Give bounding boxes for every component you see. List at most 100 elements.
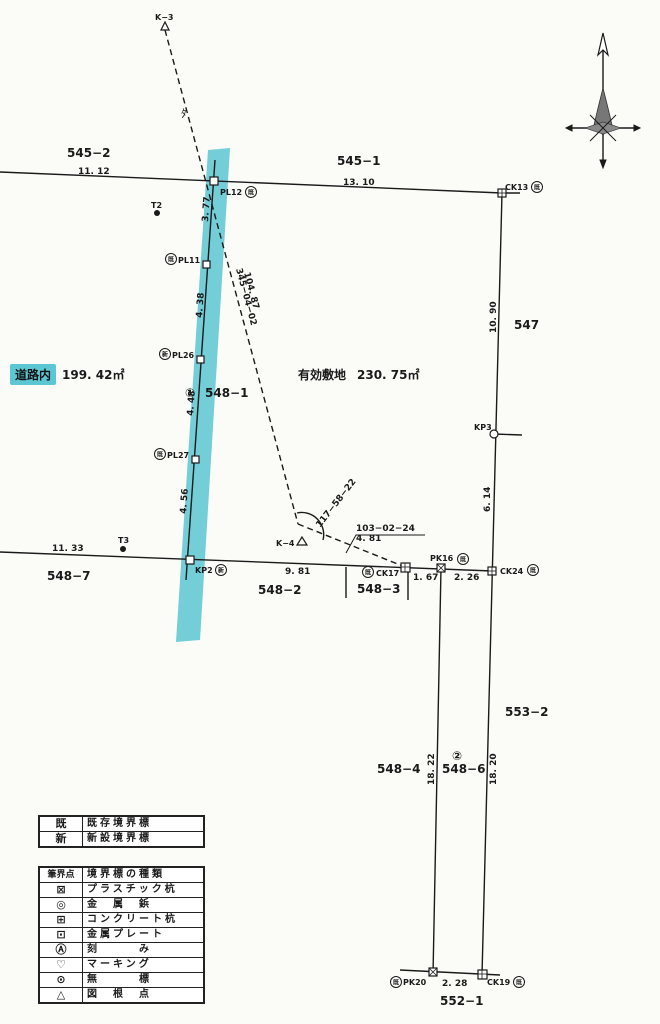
mark-new: 新 <box>218 567 224 575</box>
marker-ck19 <box>477 969 488 980</box>
dim-10-90: 10. 90 <box>489 301 499 333</box>
t2-dot-icon <box>154 210 160 216</box>
control-point-icon: △ <box>39 987 83 1003</box>
legend-header-label: 境界標の種類 <box>82 867 204 883</box>
legend-symbol: 新 <box>39 831 83 847</box>
point-pl26: PL26 <box>172 351 195 360</box>
lot-548-3: 548−3 <box>357 582 400 596</box>
point-ck19: CK19 <box>487 978 511 987</box>
dim-11-12: 11. 12 <box>78 167 110 177</box>
dim-3-77: 3. 77 <box>201 196 213 222</box>
engraving-icon: Ⓐ <box>39 942 83 958</box>
lot-548-7: 548−7 <box>47 569 90 583</box>
lot-number-2: ② <box>452 749 462 763</box>
mark-existing: 既 <box>530 567 536 575</box>
lot-552-1: 552−1 <box>440 994 483 1008</box>
legend-label: プラスチック杭 <box>82 882 204 898</box>
marker-kp3 <box>489 429 499 439</box>
mark-existing: 既 <box>393 979 399 987</box>
mark-existing: 既 <box>365 569 371 577</box>
legend-header: 筆界点 境界標の種類 <box>39 867 204 883</box>
road-area-value: 199. 42㎡ <box>62 368 125 382</box>
dim-2-28: 2. 28 <box>442 979 467 989</box>
t3-dot-icon <box>120 546 126 552</box>
no-marker-icon: ⊙ <box>39 972 83 988</box>
point-kp3: KP3 <box>474 423 492 432</box>
legend-row: ⊠プラスチック杭 <box>39 882 204 898</box>
dim-18-20: 18. 20 <box>489 753 499 785</box>
legend-row: ◎金 属 鋲 <box>39 897 204 913</box>
dim-6-14: 6. 14 <box>483 487 493 512</box>
marker-ck17 <box>400 562 411 573</box>
legend-row: △図 根 点 <box>39 987 204 1003</box>
marker-pl26 <box>196 355 205 364</box>
dim-4-38: 4. 38 <box>195 292 207 318</box>
legend-marks: 既 既存境界標 新 新設境界標 <box>38 815 205 848</box>
bearing-103-02-24: 103−02−24 <box>356 524 415 534</box>
legend-label: 新設境界標 <box>82 831 204 847</box>
effective-area-value: 230. 75㎡ <box>357 367 420 382</box>
lot-545-2: 545−2 <box>67 146 110 160</box>
point-k3: K−3 <box>155 13 173 22</box>
k3-triangle-icon <box>160 20 170 31</box>
marker-pl27 <box>191 455 200 464</box>
traverse-lines <box>164 29 406 568</box>
legend-marker-types: 筆界点 境界標の種類 ⊠プラスチック杭 ◎金 属 鋲 ⊞コンクリート杭 ⊡金属プ… <box>38 866 205 1004</box>
legend-label: 無 標 <box>82 972 204 988</box>
lot-547: 547 <box>514 318 539 332</box>
mark-existing: 既 <box>516 979 522 987</box>
dim-11-33: 11. 33 <box>52 544 84 554</box>
legend-row: ⊞コンクリート杭 <box>39 912 204 928</box>
mark-new: 新 <box>162 351 168 359</box>
mark-existing: 既 <box>248 189 254 197</box>
k4-triangle-icon <box>295 535 309 546</box>
leader-line <box>345 534 425 554</box>
legend-label: マーキング <box>82 957 204 973</box>
marker-pl12 <box>209 176 219 186</box>
marker-pl11 <box>202 260 211 269</box>
legend-label: 図 根 点 <box>82 987 204 1003</box>
dim-9-81: 9. 81 <box>285 567 310 577</box>
marker-kp2 <box>185 555 195 565</box>
point-t2: T2 <box>151 201 162 210</box>
north-arrow-icon <box>564 32 642 170</box>
legend-label: 金属プレート <box>82 927 204 943</box>
point-k4: K−4 <box>276 539 295 548</box>
line-break-mark: ﾀ <box>181 107 187 120</box>
point-t3: T3 <box>118 536 129 545</box>
lot-548-1: 548−1 <box>205 386 248 400</box>
concrete-stake-icon: ⊞ <box>39 912 83 928</box>
lot-548-6: 548−6 <box>442 762 485 776</box>
marking-icon: ♡ <box>39 957 83 973</box>
point-kp2: KP2 <box>195 566 213 575</box>
legend-label: 既存境界標 <box>82 816 204 832</box>
legend-row: ⊙無 標 <box>39 972 204 988</box>
dim-2-26: 2. 26 <box>454 573 479 583</box>
dim-18-22: 18. 22 <box>427 753 437 785</box>
point-ck24: CK24 <box>500 567 524 576</box>
legend-row: 新 新設境界標 <box>39 831 204 847</box>
angle-117-58-22: 117−58−22 <box>314 477 358 530</box>
metal-rivet-icon: ◎ <box>39 897 83 913</box>
point-pk20: PK20 <box>403 978 427 987</box>
lot-545-1: 545−1 <box>337 154 380 168</box>
mark-existing: 既 <box>460 556 466 564</box>
legend-symbol: 既 <box>39 816 83 832</box>
road-area-tag: 道路内 <box>10 364 57 385</box>
legend-row: ♡マーキング <box>39 957 204 973</box>
legend-header-symbol: 筆界点 <box>39 867 83 883</box>
dim-13-10: 13. 10 <box>343 178 375 188</box>
dim-1-67: 1. 67 <box>413 573 438 583</box>
effective-area-label: 有効敷地 <box>298 367 346 382</box>
point-pl12: PL12 <box>220 188 242 197</box>
plastic-stake-icon: ⊠ <box>39 882 83 898</box>
road-highlight-band <box>176 148 230 642</box>
point-pl11: PL11 <box>178 256 201 265</box>
legend-row: 既 既存境界標 <box>39 816 204 832</box>
mark-existing: 既 <box>168 256 174 264</box>
dim-4-81: 4. 81 <box>356 534 381 544</box>
legend-label: 金 属 鋲 <box>82 897 204 913</box>
lot-number-1: ① <box>185 386 195 400</box>
